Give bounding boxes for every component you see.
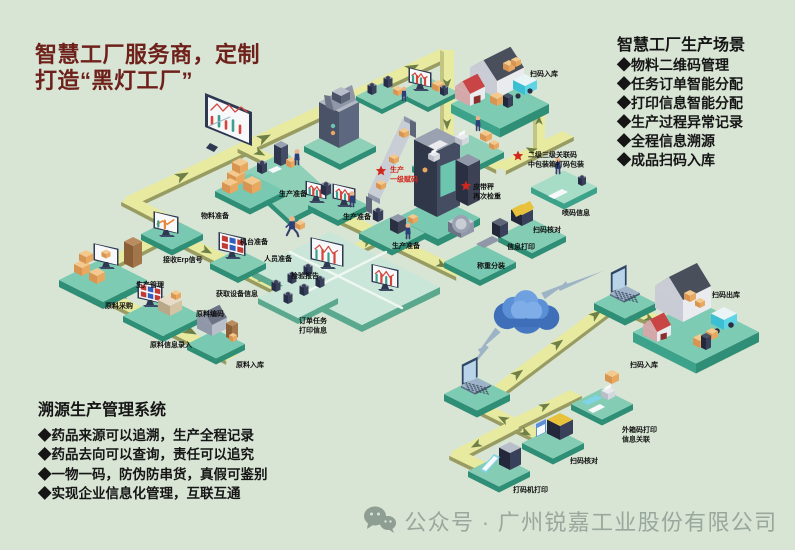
- svg-text:获取设备信息: 获取设备信息: [215, 289, 258, 298]
- svg-text:皮带秤: 皮带秤: [472, 182, 494, 191]
- svg-text:二级三级关联码: 二级三级关联码: [528, 150, 577, 159]
- svg-text:扫码入库: 扫码入库: [530, 69, 558, 78]
- svg-text:打印信息: 打印信息: [299, 326, 327, 335]
- svg-text:原料采购: 原料采购: [105, 301, 133, 310]
- svg-text:原料编码: 原料编码: [196, 309, 224, 318]
- svg-text:检验报告: 检验报告: [291, 271, 319, 280]
- svg-text:一级赋码: 一级赋码: [390, 175, 418, 184]
- svg-text:物料准备: 物料准备: [201, 211, 230, 220]
- svg-text:生产准备: 生产准备: [279, 189, 308, 198]
- svg-text:再次检重: 再次检重: [473, 192, 501, 201]
- svg-text:生产: 生产: [390, 165, 404, 174]
- svg-text:订单任务: 订单任务: [299, 316, 328, 325]
- svg-text:信息关联: 信息关联: [622, 435, 651, 444]
- svg-text:外箱码打印: 外箱码打印: [622, 425, 657, 434]
- svg-text:接收Erp信号: 接收Erp信号: [163, 255, 203, 264]
- svg-text:扫码入库: 扫码入库: [630, 360, 658, 369]
- svg-text:生产管理: 生产管理: [136, 280, 164, 289]
- svg-text:原料入库: 原料入库: [236, 360, 264, 369]
- svg-text:喷码信息: 喷码信息: [562, 208, 590, 217]
- svg-text:扫码核对: 扫码核对: [570, 456, 598, 465]
- svg-text:机台准备: 机台准备: [240, 237, 269, 246]
- svg-text:中包装箱打码包装: 中包装箱打码包装: [528, 160, 584, 169]
- svg-text:生产准备: 生产准备: [392, 241, 421, 250]
- svg-text:人员准备: 人员准备: [264, 254, 293, 263]
- svg-text:扫码出库: 扫码出库: [712, 290, 740, 299]
- svg-text:称重分装: 称重分装: [477, 261, 505, 270]
- svg-text:扫码核对: 扫码核对: [533, 225, 561, 234]
- svg-text:生产准备: 生产准备: [343, 212, 372, 221]
- svg-text:信息打印: 信息打印: [507, 242, 535, 251]
- svg-text:原料信息录入: 原料信息录入: [150, 340, 192, 349]
- svg-text:打码机打印: 打码机打印: [513, 485, 548, 494]
